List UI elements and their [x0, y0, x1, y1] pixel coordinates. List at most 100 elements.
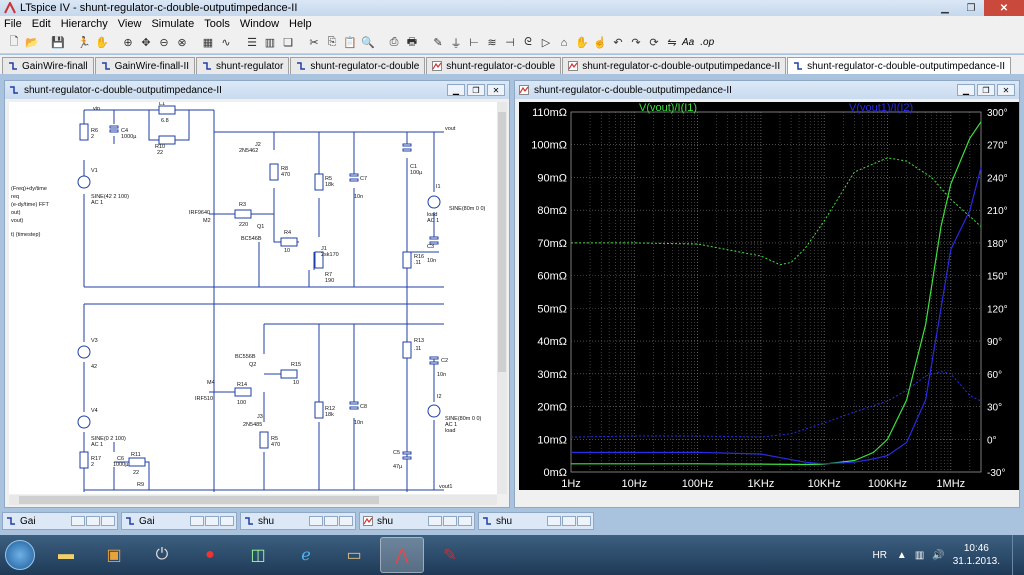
capacitor-icon[interactable]: ⊣ — [505, 37, 515, 49]
wire-icon[interactable]: ✎ — [433, 37, 443, 49]
maximize-icon[interactable] — [205, 516, 219, 526]
undo-icon[interactable]: ↶ — [613, 37, 623, 49]
taskbar-app-7[interactable]: ▭ — [332, 537, 376, 573]
text-button[interactable]: Aa — [682, 37, 695, 48]
tile-horizontal-icon[interactable]: ☰ — [247, 37, 257, 49]
minimized-window-1[interactable]: Gai — [2, 512, 118, 530]
autorange-icon[interactable]: ▦ — [202, 37, 214, 49]
plot-window-titlebar[interactable]: shunt-regulator-c-double-outputimpedance… — [515, 81, 1019, 99]
resistor-icon[interactable]: ≋ — [487, 37, 497, 49]
restore-icon[interactable] — [190, 516, 204, 526]
close-icon[interactable]: ✕ — [984, 0, 1024, 16]
close-icon[interactable] — [458, 516, 472, 526]
print-icon[interactable]: 🖶 — [406, 36, 418, 48]
legend-series-1[interactable]: V(vout)/I(I1) — [639, 102, 697, 114]
schematic-drawing[interactable]: vin R6 2 C4 1000µ V1 SINE(42 2 100) AC 1… — [9, 102, 497, 494]
menu-tools[interactable]: Tools — [204, 18, 230, 30]
zoom-in-icon[interactable]: ⊕ — [123, 37, 133, 49]
component-icon[interactable]: ⌂ — [560, 36, 568, 49]
close-icon[interactable] — [220, 516, 234, 526]
minimized-window-2[interactable]: Gai — [121, 512, 237, 530]
zoom-fit-icon[interactable]: ⊗ — [177, 37, 187, 49]
menu-help[interactable]: Help — [289, 18, 312, 30]
network-icon[interactable]: ▥ — [914, 549, 925, 561]
restore-icon[interactable] — [309, 516, 323, 526]
run-icon[interactable]: 🏃 — [77, 37, 91, 49]
schematic-window-titlebar[interactable]: shunt-regulator-c-double-outputimpedance… — [5, 81, 509, 99]
minimize-icon[interactable]: ▁ — [447, 84, 465, 96]
clock[interactable]: 10:46 31.1.2013. — [953, 542, 1000, 568]
restore-icon[interactable]: ❐ — [977, 84, 995, 96]
scroll-thumb[interactable] — [19, 496, 379, 504]
cut-icon[interactable]: ✂ — [309, 37, 319, 49]
tray-expand-icon[interactable]: ▲ — [896, 549, 907, 561]
schematic-vertical-scrollbar[interactable] — [497, 102, 507, 494]
menu-view[interactable]: View — [117, 18, 142, 30]
show-desktop-button[interactable] — [1012, 535, 1024, 575]
restore-icon[interactable]: ❐ — [467, 84, 485, 96]
taskbar-ie[interactable]: ℯ — [284, 537, 328, 573]
label-net-icon[interactable]: ⊢ — [469, 37, 479, 49]
tab-gainwire-finall[interactable]: GainWire-finall — [2, 57, 94, 74]
cascade-icon[interactable]: ❏ — [283, 37, 293, 49]
restore-icon[interactable] — [428, 516, 442, 526]
tile-vertical-icon[interactable]: ▥ — [264, 37, 276, 49]
scroll-thumb[interactable] — [498, 112, 506, 372]
maximize-icon[interactable] — [562, 516, 576, 526]
taskbar-pdf[interactable]: ✎ — [428, 537, 472, 573]
zoom-out-icon[interactable]: ⊖ — [159, 37, 169, 49]
legend-series-2[interactable]: V(vout1)/I(I2) — [849, 102, 913, 114]
taskbar-ltspice[interactable]: ⋀ — [380, 537, 424, 573]
paste-icon[interactable]: 📋 — [343, 37, 357, 49]
close-icon[interactable] — [339, 516, 353, 526]
redo-icon[interactable]: ↷ — [631, 37, 641, 49]
open-icon[interactable]: 📂 — [25, 37, 39, 49]
find-icon[interactable]: 🔍 — [361, 37, 375, 49]
minimize-icon[interactable]: ▁ — [957, 84, 975, 96]
drag-icon[interactable]: ☝ — [593, 37, 607, 49]
spice-directive-button[interactable]: .op — [700, 37, 715, 48]
volume-icon[interactable]: 🔊 — [932, 549, 945, 561]
menu-simulate[interactable]: Simulate — [151, 18, 195, 30]
menu-edit[interactable]: Edit — [31, 18, 51, 30]
taskbar-explorer[interactable]: ▬ — [44, 537, 88, 573]
move-icon[interactable]: ✋ — [575, 37, 589, 49]
taskbar-media[interactable]: ▣ — [92, 537, 136, 573]
mirror-icon[interactable]: ⇋ — [667, 37, 677, 49]
tab-shunt-regulator[interactable]: shunt-regulator — [196, 57, 290, 74]
diode-icon[interactable]: ▷ — [541, 37, 551, 49]
minimized-window-3[interactable]: shu — [240, 512, 356, 530]
minimized-window-5[interactable]: shu — [478, 512, 594, 530]
tab-outputimpedance-ii-schematic[interactable]: shunt-regulator-c-double-outputimpedance… — [787, 57, 1011, 74]
taskbar-app-3[interactable]: ⏻ — [140, 537, 184, 573]
minimized-window-4[interactable]: shu — [359, 512, 475, 530]
maximize-icon[interactable] — [443, 516, 457, 526]
close-icon[interactable]: ✕ — [997, 84, 1015, 96]
schematic-horizontal-scrollbar[interactable] — [9, 495, 497, 505]
taskbar-app-4[interactable]: ● — [188, 537, 232, 573]
new-schematic-icon[interactable]: 🗋 — [9, 36, 19, 48]
pan-icon[interactable]: ✥ — [141, 37, 151, 49]
start-button[interactable] — [0, 535, 40, 575]
menu-hierarchy[interactable]: Hierarchy — [60, 18, 108, 30]
print-setup-icon[interactable]: ⎙ — [389, 36, 399, 48]
maximize-icon[interactable] — [86, 516, 100, 526]
close-icon[interactable]: ✕ — [487, 84, 505, 96]
tab-shunt-regulator-c-double[interactable]: shunt-regulator-c-double — [290, 57, 426, 74]
close-icon[interactable] — [101, 516, 115, 526]
menu-window[interactable]: Window — [239, 18, 280, 30]
maximize-icon[interactable] — [324, 516, 338, 526]
restore-icon[interactable] — [71, 516, 85, 526]
halt-icon[interactable]: ✋ — [95, 37, 109, 49]
taskbar-app-5[interactable]: ◫ — [236, 537, 280, 573]
schematic-canvas[interactable]: vin R6 2 C4 1000µ V1 SINE(42 2 100) AC 1… — [9, 102, 497, 494]
language-indicator[interactable]: HR — [872, 549, 887, 561]
waveform-icon[interactable]: ∿ — [221, 37, 231, 49]
tab-outputimpedance-ii-plot[interactable]: shunt-regulator-c-double-outputimpedance… — [562, 57, 787, 74]
copy-icon[interactable]: ⎘ — [327, 36, 337, 48]
tab-gainwire-finall-ii[interactable]: GainWire-finall-II — [94, 57, 196, 74]
minimize-icon[interactable]: ▁ — [941, 2, 949, 14]
maximize-icon[interactable]: ❐ — [966, 2, 976, 14]
close-icon[interactable] — [577, 516, 591, 526]
tab-shunt-regulator-c-double-plot[interactable]: shunt-regulator-c-double — [426, 57, 562, 74]
